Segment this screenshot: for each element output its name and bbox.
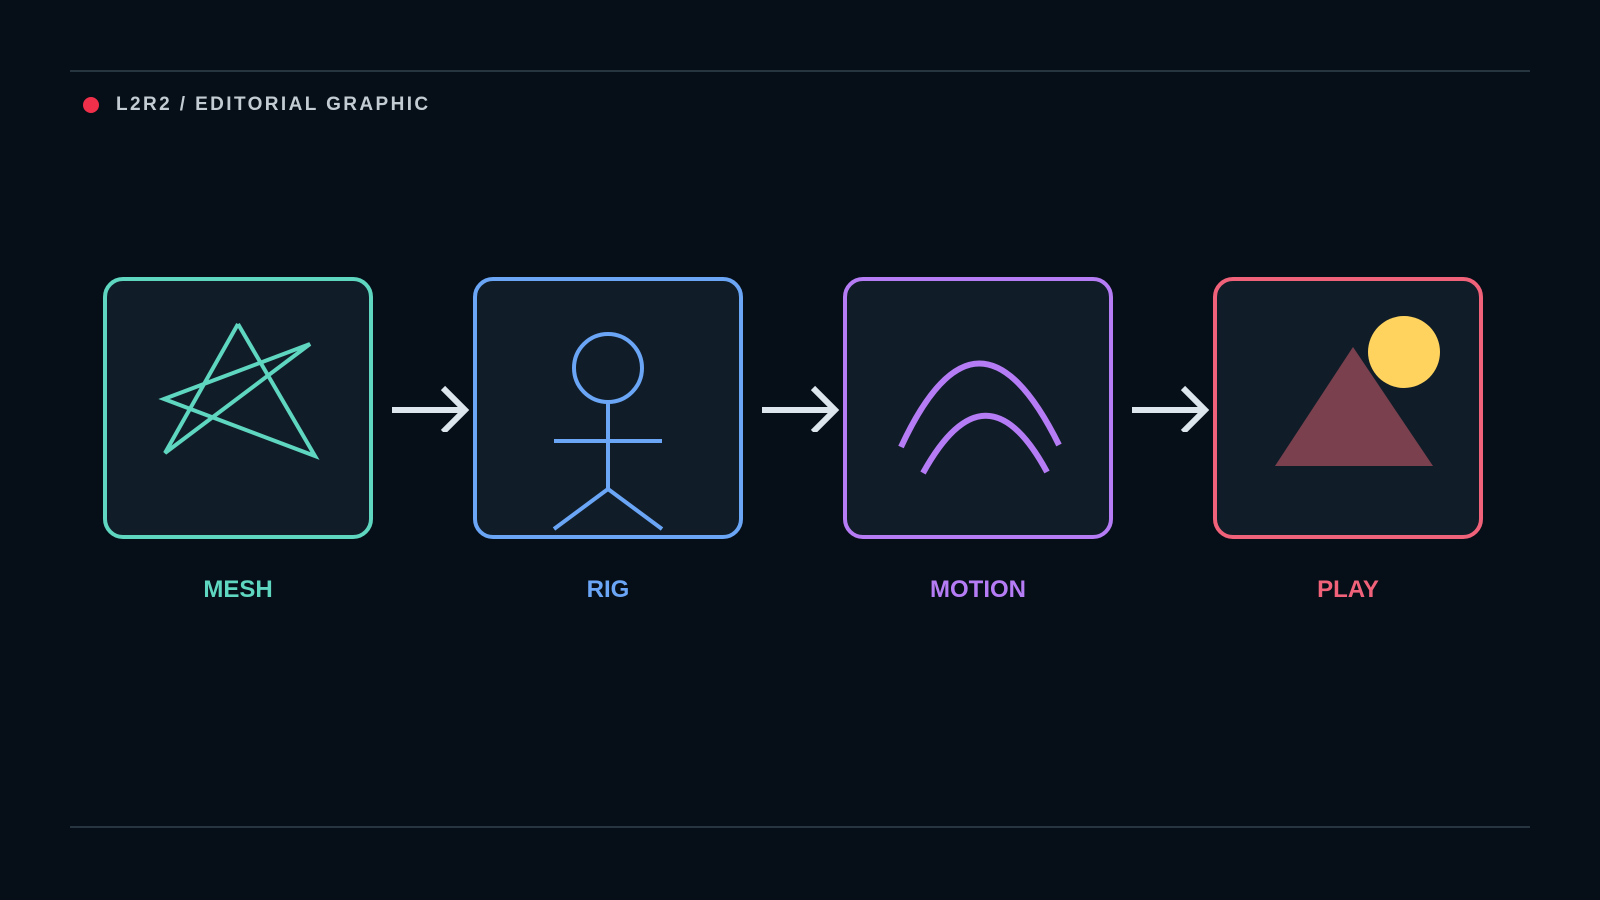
star-mesh-icon	[158, 322, 320, 460]
stage-label-play: PLAY	[1317, 576, 1379, 603]
top-divider	[70, 70, 1530, 72]
stage-play-card	[1213, 277, 1483, 539]
bottom-divider	[70, 826, 1530, 828]
stage-rig-card	[473, 277, 743, 539]
stage-label-motion: MOTION	[930, 576, 1026, 603]
motion-arcs-icon	[898, 360, 1062, 475]
header: L2R2 / EDITORIAL GRAPHIC	[83, 94, 431, 116]
stage-motion-card	[843, 277, 1113, 539]
stage-label-rig: RIG	[586, 576, 630, 603]
red-dot-icon	[83, 97, 99, 113]
mountain-sun-icon	[1275, 316, 1440, 466]
arrow-right-icon	[392, 385, 470, 432]
header-title: L2R2 / EDITORIAL GRAPHIC	[116, 94, 431, 115]
stick-figure-icon	[552, 332, 664, 531]
stage-mesh-card	[103, 277, 373, 539]
arrow-right-icon	[762, 385, 840, 432]
stage-label-mesh: MESH	[203, 576, 273, 603]
arrow-right-icon	[1132, 385, 1210, 432]
